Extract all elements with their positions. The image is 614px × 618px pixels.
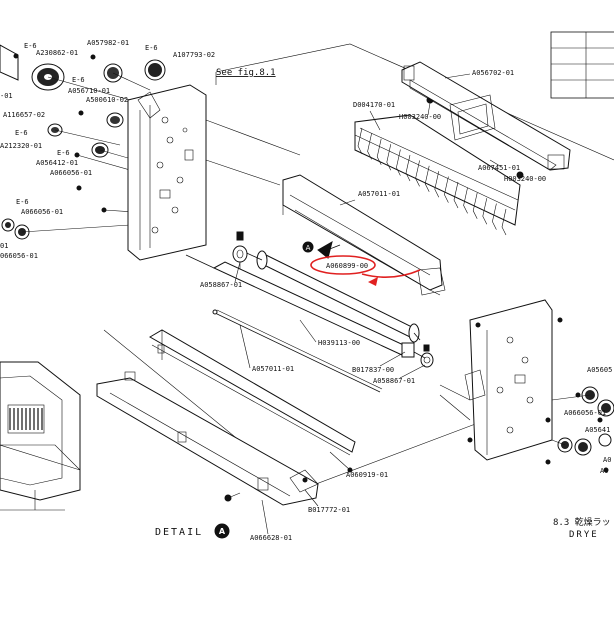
roller-a060899	[239, 249, 421, 343]
shaft-h039113	[185, 254, 426, 359]
label-a060919: A060919-01	[346, 471, 388, 479]
bearing-a058867-right	[420, 344, 434, 368]
label-b017837: B017837-00	[352, 366, 394, 374]
detail-caption: DETAIL A	[155, 523, 230, 539]
label-left-01: -01	[0, 92, 13, 100]
label-a057011-a: A057011-01	[358, 190, 400, 198]
label-a057982: A057982-01	[87, 39, 129, 47]
label-a107793: A107793-02	[173, 51, 215, 59]
label-a056710: A056710-01	[68, 87, 110, 95]
label-a230862: A230862-01	[36, 49, 78, 57]
right-gear-assembly	[545, 386, 614, 473]
bearing-a058867-left	[232, 231, 248, 280]
label-e6-c: E-6	[72, 76, 85, 84]
marker-a-upper: A	[306, 244, 311, 252]
label-r-a0b: A0	[600, 467, 608, 475]
label-d004170: D004170-01	[353, 101, 395, 109]
label-a066056-l3: 066056-01	[0, 252, 38, 260]
section-subtitle: DRYE	[569, 530, 599, 540]
label-e6-d: E-6	[15, 129, 28, 137]
label-r-a066056: A066056-01	[564, 409, 606, 417]
label-a066056-l: A066056-01	[50, 169, 92, 177]
section-title: 8.3 乾燥ラッ	[553, 516, 611, 528]
detail-marker: A	[219, 527, 226, 536]
rod-a057011	[212, 309, 383, 393]
machine-overview	[0, 361, 81, 511]
highlight-a060899	[310, 255, 421, 286]
label-e6-a: E-6	[24, 42, 37, 50]
detail-label: DETAIL	[155, 527, 203, 538]
label-left-01b: 01	[0, 242, 8, 250]
label-a056412: A056412-01	[36, 159, 78, 167]
label-a058867-a: A058867-01	[200, 281, 242, 289]
label-a066628: A066628-01	[250, 534, 292, 542]
left-gear-assembly	[0, 44, 166, 240]
label-h003240-b: H003240-00	[504, 175, 546, 183]
label-a060899: A060899-00	[326, 262, 368, 270]
label-h039113: H039113-00	[318, 339, 360, 347]
label-a058867-b: A058867-01	[373, 377, 415, 385]
right-side-frame	[439, 299, 563, 465]
label-a116657: A116657-02	[3, 111, 45, 119]
direction-arrow: A	[302, 240, 341, 259]
label-a212320: A212320-01	[0, 142, 42, 150]
label-a066056-l2: A066056-01	[21, 208, 63, 216]
comb-rack-d004170	[354, 96, 524, 236]
plate-a057011-upper	[282, 174, 446, 296]
title-block-table	[550, 31, 614, 99]
rail-a066628	[96, 371, 319, 506]
label-r-a0: A0	[603, 456, 611, 464]
section-title-block: 8.3 乾燥ラッ DRYE	[553, 516, 611, 540]
label-e6-b: E-6	[145, 44, 158, 52]
label-a067451: A067451-01	[478, 164, 520, 172]
label-h003240-a: H003240-00	[399, 113, 441, 121]
plate-a060919	[148, 329, 356, 473]
cover-a056702	[401, 61, 571, 171]
label-r-a05641: A05641	[585, 426, 610, 434]
label-r-a05605: A05605	[587, 366, 612, 374]
part-labels: E-6 A230862-01 A057982-01 E-6 A107793-02…	[0, 39, 612, 542]
label-see-fig[interactable]: See fig.8.1	[216, 68, 276, 78]
label-e6-f: E-6	[16, 198, 29, 206]
label-a500610: A500610-02	[86, 96, 128, 104]
label-b017772: B017772-01	[308, 506, 350, 514]
label-e6-e: E-6	[57, 149, 70, 157]
label-a057011-b: A057011-01	[252, 365, 294, 373]
left-side-frame	[127, 84, 301, 261]
label-a056702: A056702-01	[472, 69, 514, 77]
